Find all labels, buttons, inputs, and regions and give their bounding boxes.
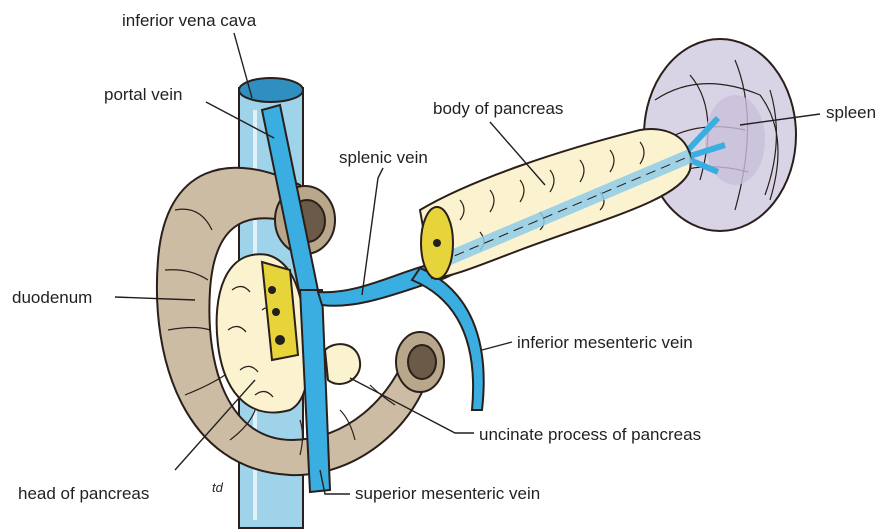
label-uncinate-process: uncinate process of pancreas xyxy=(479,425,701,444)
label-spleen: spleen xyxy=(826,103,876,122)
label-splenic-vein: splenic vein xyxy=(339,148,428,167)
label-head-of-pancreas: head of pancreas xyxy=(18,484,149,503)
label-portal-vein: portal vein xyxy=(104,85,182,104)
label-body-of-pancreas: body of pancreas xyxy=(433,99,563,118)
label-inferior-vena-cava: inferior vena cava xyxy=(122,11,257,30)
label-duodenum: duodenum xyxy=(12,288,92,307)
artist-signature: td xyxy=(212,480,224,495)
body-of-pancreas-organ xyxy=(420,129,691,279)
label-superior-mesenteric-vein: superior mesenteric vein xyxy=(355,484,540,503)
label-inferior-mesenteric-vein: inferior mesenteric vein xyxy=(517,333,693,352)
head-of-pancreas-organ xyxy=(217,254,361,412)
